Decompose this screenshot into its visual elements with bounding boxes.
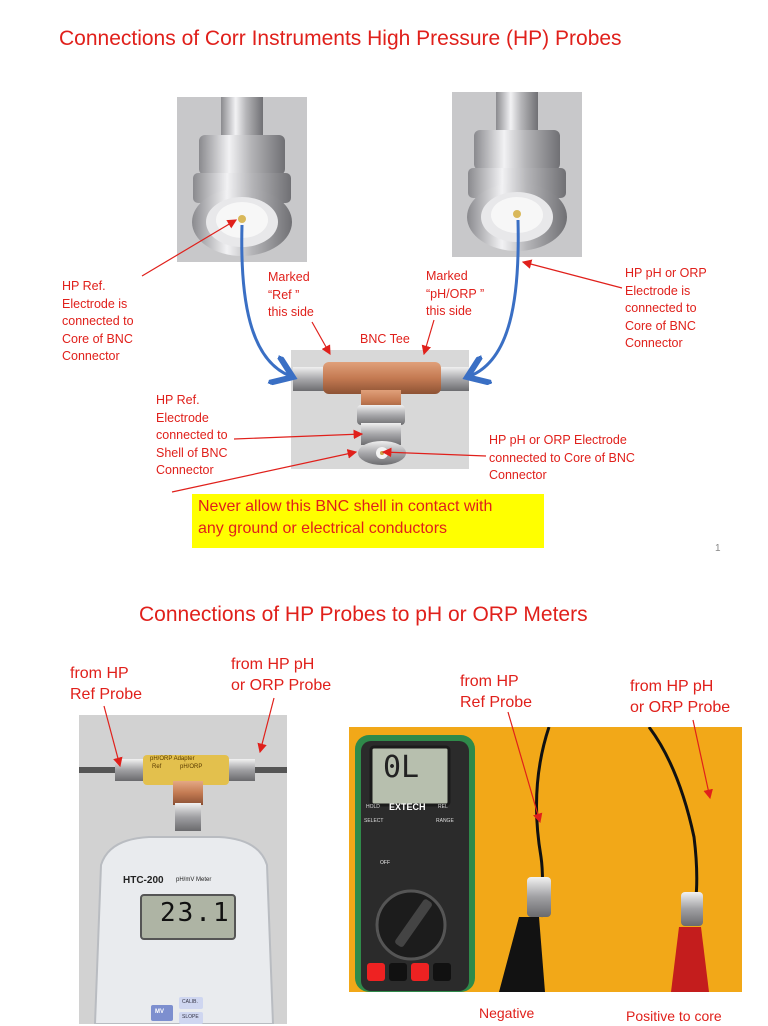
- adapter-ph-mark: pH/ORP: [180, 764, 203, 770]
- label-positive: Positive to core: [626, 1008, 722, 1024]
- dmm-brand: EXTECH: [389, 802, 426, 812]
- dmm-button-range[interactable]: RANGE: [436, 818, 454, 824]
- adapter-label: pH/ORP Adapter: [150, 756, 195, 762]
- dmm-button-select[interactable]: SELECT: [364, 818, 384, 824]
- slide2-title: Connections of HP Probes to pH or ORP Me…: [139, 603, 588, 626]
- arrow-red-ph-core: [521, 259, 623, 289]
- label-from-ref-right: from HP Ref Probe: [460, 673, 533, 711]
- label-ph-core-2: HP pH or ORP Electrode connected to Core…: [489, 433, 635, 482]
- label-from-ph-left: from HP pH or ORP Probe: [231, 656, 332, 694]
- slide1-title: Connections of Corr Instruments High Pre…: [59, 27, 622, 50]
- label-from-ref-left: from HP Ref Probe: [70, 665, 143, 703]
- extech-multimeter-photo: [349, 727, 742, 992]
- page-number: 1: [715, 543, 721, 554]
- label-bnc-tee: BNC Tee: [360, 332, 410, 346]
- adapter-ref-mark: Ref: [152, 764, 162, 770]
- label-marked-ref: Marked “Ref ” this side: [268, 270, 314, 319]
- meter-button-slope[interactable]: SLOPE: [182, 1014, 199, 1020]
- label-ref-core: HP Ref. Electrode is connected to Core o…: [62, 279, 134, 363]
- meter-brand: HTC-200: [123, 875, 164, 886]
- meter-reading: 23.1: [160, 898, 231, 928]
- meter-button-calib[interactable]: CALIB.: [182, 999, 198, 1005]
- dmm-button-hold[interactable]: HOLD: [366, 804, 380, 810]
- label-from-ph-right: from HP pH or ORP Probe: [630, 678, 731, 716]
- bnc-connector-ph-photo: [452, 92, 582, 257]
- bnc-connector-ref-photo: [177, 97, 307, 262]
- arrow-red-marked-ph: [421, 319, 435, 356]
- dmm-off-label: OFF: [380, 860, 390, 866]
- label-negative: Negative: [479, 1005, 535, 1021]
- label-ph-core: HP pH or ORP Electrode is connected to C…: [625, 266, 707, 350]
- dmm-button-rel[interactable]: REL: [438, 804, 448, 810]
- bnc-tee-photo: [291, 350, 469, 469]
- label-ref-shell: HP Ref. Electrode connected to Shell of …: [156, 393, 228, 477]
- meter-unit: pH/mV Meter: [176, 877, 212, 883]
- meter-button-mv[interactable]: MV: [155, 1009, 164, 1015]
- dmm-reading: 0L: [383, 750, 420, 785]
- warning-box: Never allow this BNC shell in contact wi…: [192, 494, 544, 548]
- label-marked-ph: Marked “pH/ORP ” this side: [426, 269, 485, 318]
